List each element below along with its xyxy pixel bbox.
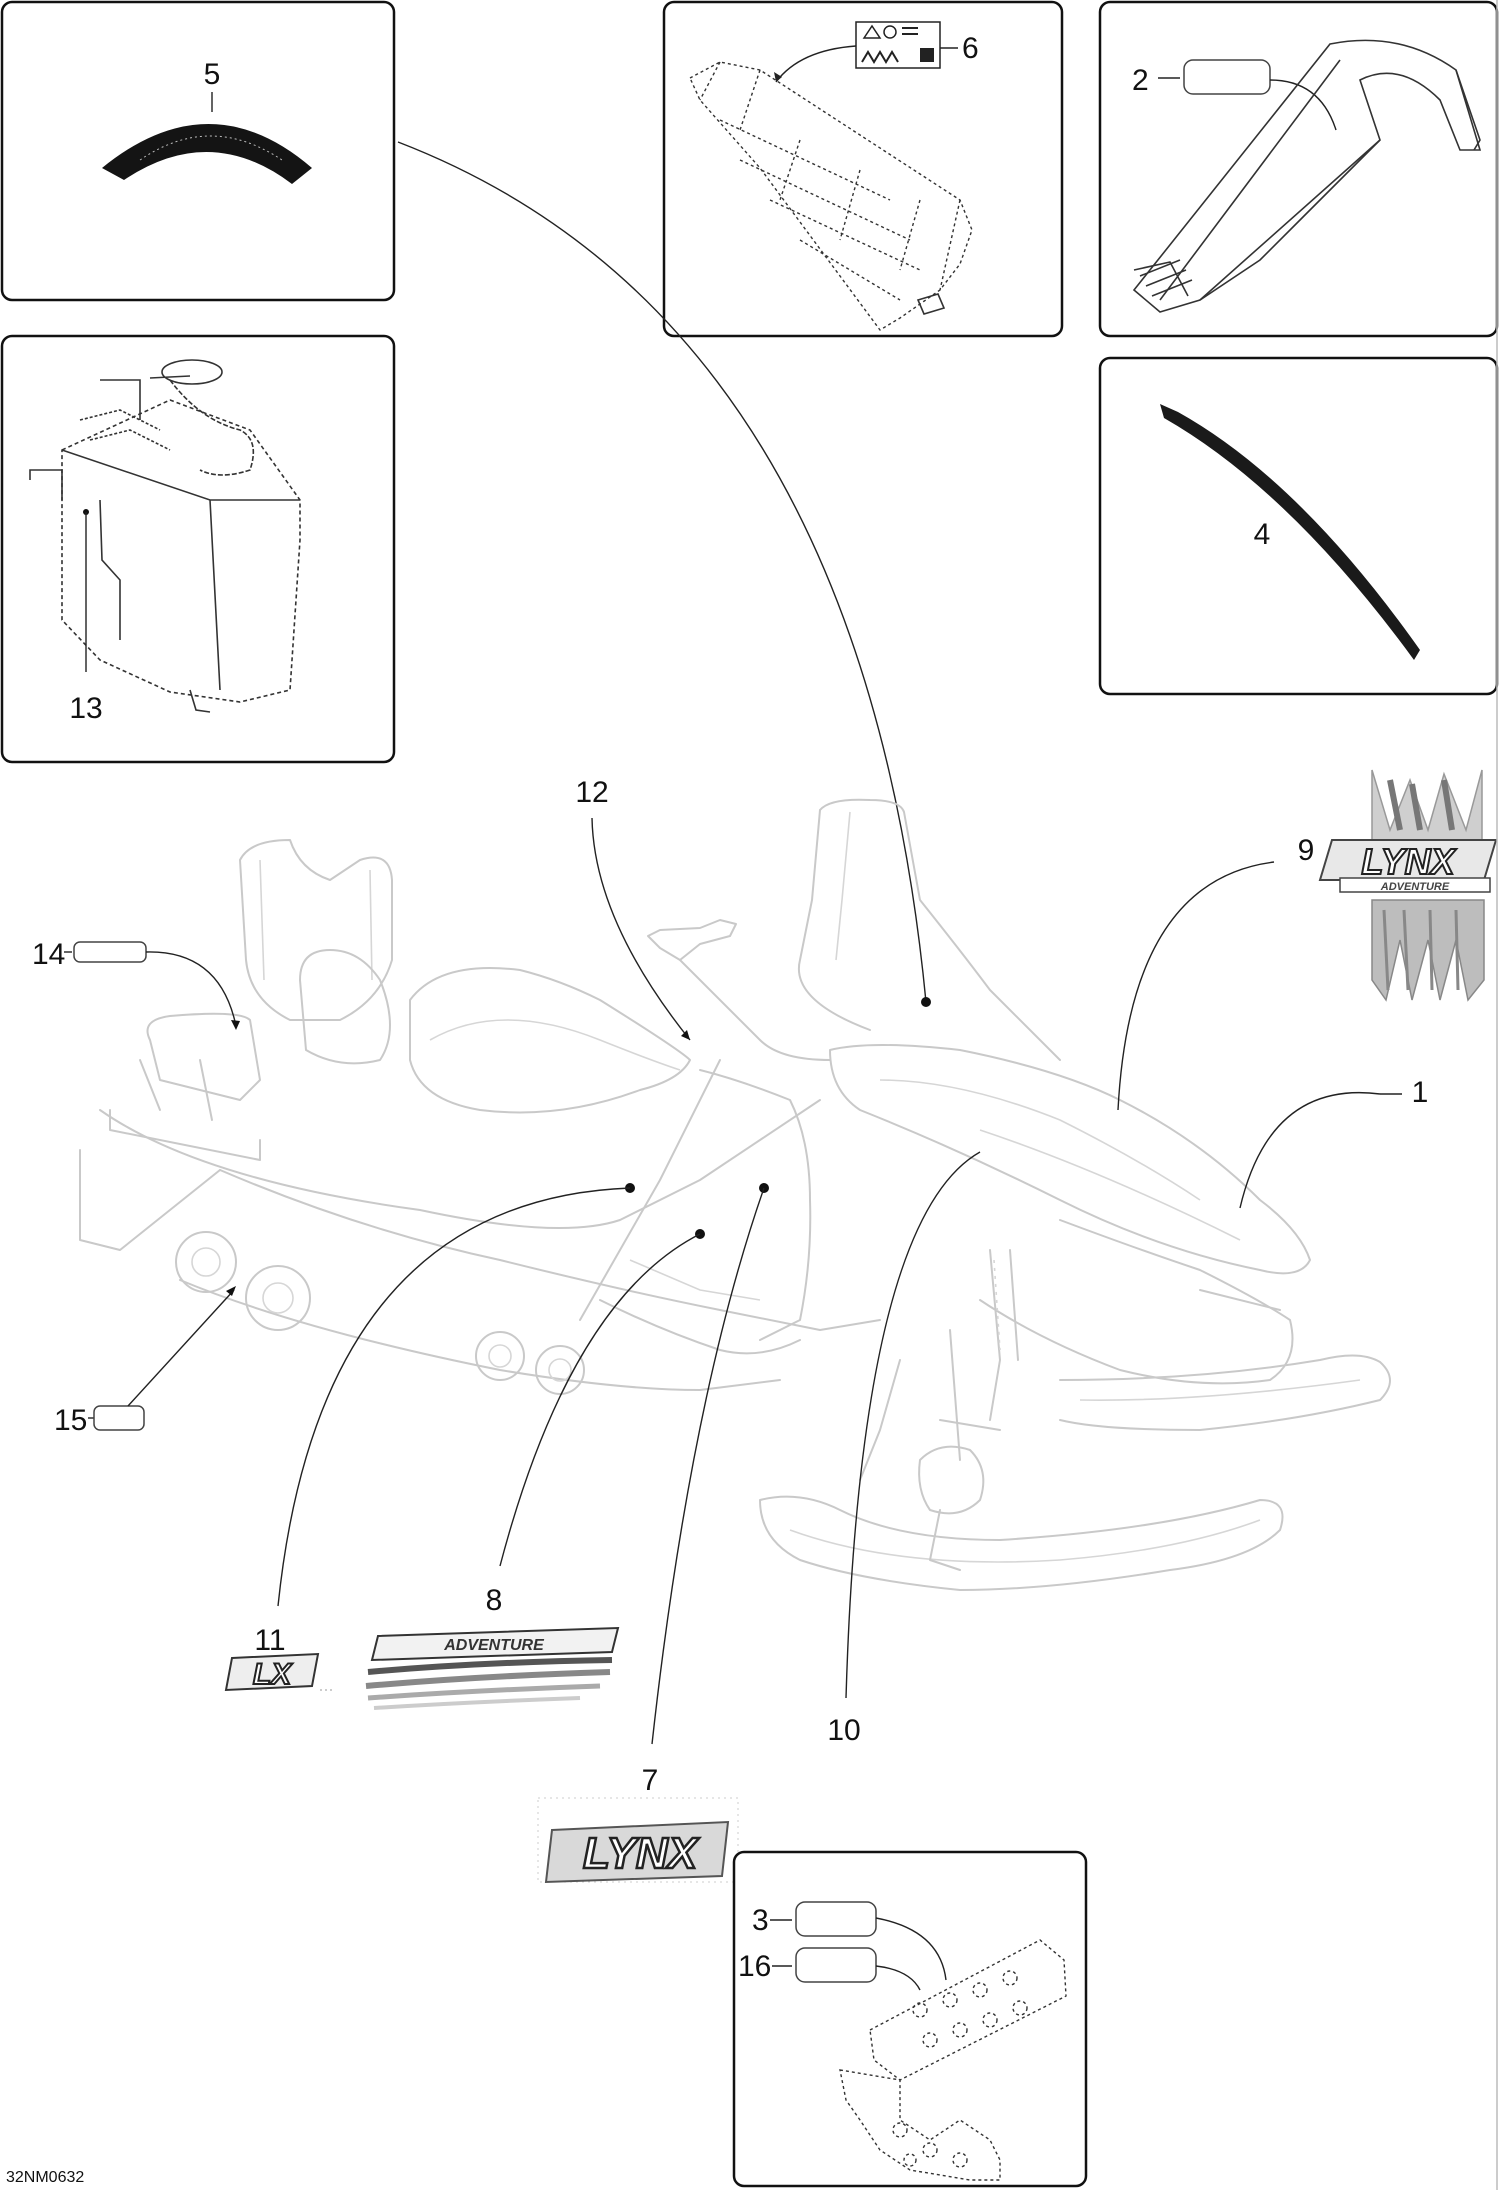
panel-part-4: 4 <box>1098 356 1499 696</box>
adventure-stripe-text: ADVENTURE <box>443 1637 545 1654</box>
warning-label-icon <box>855 21 941 69</box>
callout-15[interactable]: 15 <box>54 1404 87 1437</box>
callout-12[interactable]: 12 <box>575 776 608 809</box>
leader-5 <box>397 141 927 1003</box>
panel-part-2: 2 <box>1098 0 1499 338</box>
lx-decal: LX <box>224 1652 334 1692</box>
callout-11[interactable]: 11 <box>254 1624 285 1657</box>
tag-3 <box>795 1901 877 1937</box>
tag-15 <box>93 1405 145 1431</box>
running-board-outline <box>839 1939 1067 2181</box>
rear-wheels <box>175 1231 585 1395</box>
lynx-small-decal: LYNX <box>537 1797 739 1884</box>
seat-outline <box>689 61 973 331</box>
callout-14[interactable]: 14 <box>32 938 65 971</box>
callout-13[interactable]: 13 <box>69 692 102 725</box>
callout-10[interactable]: 10 <box>827 1714 860 1747</box>
snowmobile-outline <box>79 798 1391 1591</box>
callout-4[interactable]: 4 <box>1254 518 1271 551</box>
tag-16 <box>795 1947 877 1983</box>
callout-5[interactable]: 5 <box>204 58 221 91</box>
lx-logo-text: LX <box>253 1658 293 1691</box>
callout-8[interactable]: 8 <box>486 1584 503 1617</box>
trim-strip-decal <box>1160 404 1420 660</box>
tag-14 <box>73 941 147 963</box>
tag-2 <box>1183 59 1271 95</box>
callout-9[interactable]: 9 <box>1298 834 1315 867</box>
lynx-adventure-decal: LYNX ADVENTURE <box>1318 769 1498 1002</box>
drawing-code: 32NM0632 <box>6 2169 84 2186</box>
callout-1[interactable]: 1 <box>1412 1076 1429 1109</box>
tank-outline <box>29 359 301 713</box>
callout-6[interactable]: 6 <box>962 32 979 65</box>
panel-part-13: 13 <box>0 334 396 764</box>
curved-warning-decal <box>102 124 312 184</box>
callout-3[interactable]: 3 <box>752 1904 769 1937</box>
callout-7[interactable]: 7 <box>642 1764 659 1797</box>
panel-part-3-16: 3 16 <box>732 1850 1088 2188</box>
snowflap-outline <box>1132 39 1482 313</box>
adventure-logo-text: ADVENTURE <box>1380 881 1450 893</box>
callout-2[interactable]: 2 <box>1132 64 1149 97</box>
panel-part-6: 6 <box>662 0 1064 338</box>
lynx-logo-text: LYNX <box>1361 841 1456 882</box>
panel-part-5: 5 <box>0 0 396 302</box>
adventure-stripe-decal: ADVENTURE <box>365 1626 620 1710</box>
callout-16[interactable]: 16 <box>738 1950 771 1983</box>
lynx-small-logo-text: LYNX <box>583 1829 700 1878</box>
